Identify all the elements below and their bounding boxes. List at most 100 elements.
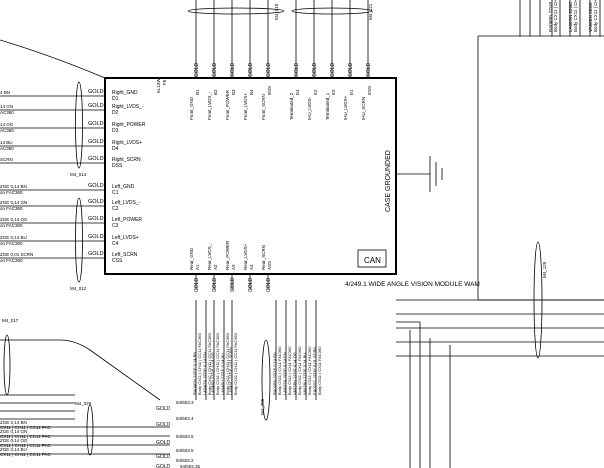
rear-wire-spec-2: Body CX11 | CH11 | CC11 FAC360: [207, 332, 212, 395]
left-pin-label: Right_LVDS+: [112, 140, 142, 146]
top-pin-number: B4: [249, 89, 254, 95]
top-pin-wire-color: GOLD: [366, 62, 372, 77]
bottom-left-wire-spec: ZGE 0,14 OG: [0, 438, 28, 443]
top-pin-label: Front_LVDS+: [243, 93, 248, 120]
bottom-left-wires: [0, 426, 170, 455]
left-pin-label: Left_GND: [112, 184, 135, 190]
splice-oval-lower: [75, 197, 83, 283]
splice-label: M4_029: [75, 401, 92, 406]
connector-label: 94/603.6: [176, 434, 194, 439]
top-pin-number: E1: [349, 89, 354, 95]
bottom-pin-label: Rear_POWER: [225, 240, 230, 270]
left-wire-spec: ZGE 0,14 BN: [0, 184, 27, 189]
left-pin-label: Left_POWER: [112, 217, 142, 223]
bottom-gold-label: GOLD: [212, 277, 218, 292]
left-wire-spec: 14 GN: [0, 104, 13, 109]
left-wire-spec: 14 OG: [0, 122, 14, 127]
top-pin-wire-color: GOLD: [294, 62, 300, 77]
left-gold-label: GOLD: [88, 103, 104, 109]
left-gold-label: GOLD: [88, 121, 104, 127]
bottom-gold-label: GOLD: [248, 277, 254, 292]
bottom-pin-label: Rear_LVDS+: [243, 243, 248, 270]
connector-gold-label: GOLD: [156, 440, 171, 446]
bottom-left-wire-spec: ZGE 0,14 GN: [0, 429, 27, 434]
topright-wire-spec: RA06BN 2ZGE: [548, 1, 553, 32]
rear-wire-spec-2: Body CS11 | CX11 FAC360: [297, 346, 302, 395]
left-wire-spec-2: AC360: [0, 110, 14, 115]
rear-wire-spec-2: Body CX11 | CH11 | CC11 FAC360: [197, 332, 202, 395]
bottom-pin-number: A4: [249, 264, 254, 270]
bottom-left-feeds: [0, 394, 75, 420]
left-pin-label: Left_LVDS_-: [112, 200, 141, 206]
bottom-pin-number: ASS: [267, 261, 272, 270]
bottom-pin-number: A1: [195, 264, 200, 270]
left-wire-spec-2: AC360: [0, 146, 14, 151]
left-gold-label: GOLD: [88, 216, 104, 222]
left-pin-number: C1: [112, 190, 119, 196]
bottom-left-wire-spec: ZGE 0,14 BN: [0, 420, 27, 425]
left-wire-spec-2: on FAC360: [0, 223, 23, 228]
left-pin-label: Right_GND: [112, 90, 138, 96]
left-pin-number: D3: [112, 128, 119, 134]
right-drop-wires: [396, 321, 451, 468]
bottom-left-wire-spec: ZGE 0,14 BU: [0, 447, 27, 452]
left-gold-label: GOLD: [88, 139, 104, 145]
splice-oval-upper: [75, 81, 83, 169]
left-pin-number: D2: [112, 110, 119, 116]
kl15w-pin-number: F6: [162, 79, 167, 85]
right-bus-wires: [396, 299, 604, 357]
left-wire-spec: SCRN: [0, 157, 13, 162]
connector-gold-label: GOLD: [156, 422, 171, 428]
top-pin-number: B1: [195, 89, 200, 95]
left-pin-number: C4: [112, 241, 119, 247]
kl15w-pin-label: KL15W: [156, 77, 161, 93]
left-pin-label: Left_LVDS+: [112, 235, 139, 241]
rear-wire-spec: LA04SC 2ZGE 0,01 SCRN: [228, 347, 233, 395]
rear-wire-spec: RA02BN 2ZGE 0,14 BN: [272, 352, 277, 395]
left-wire-spec-2: on FAC360: [0, 190, 23, 195]
bottom-left-wire-spec-2: CX11 | CH11 | CC11 PAC: [0, 452, 52, 457]
left-wire-spec-2: on FAC360: [0, 258, 23, 263]
top-pin-number: ESS: [367, 86, 372, 95]
case-grounded-label: CASE GROUNDED: [385, 150, 392, 212]
left-wire-spec: 4 BN: [0, 90, 10, 95]
top-pin-wire-color: GOLD: [330, 62, 336, 77]
splice-oval-m4-705: [261, 339, 271, 421]
top-pin-label: Front_GND: [189, 96, 194, 120]
connector-label: 94/603.5: [176, 448, 194, 453]
top-pin-label: IHU_LVDS+: [343, 95, 348, 120]
bottom-gold-label: GOLD: [266, 277, 272, 292]
topright-wire-spec: VA06BN 2ZGE: [588, 2, 593, 32]
top-pin-label: IHU_LVDS-: [307, 96, 312, 120]
rear-wire-spec-2: Body CS11 | CX11 FAC360: [307, 346, 312, 395]
left-wire-spec-2: on FAC360: [0, 206, 23, 211]
connector-gold-label: GOLD: [156, 406, 171, 412]
top-pin-wire-color: GOLD: [194, 62, 200, 77]
bottom-pin-label: Rear_GND: [189, 247, 194, 270]
splice-label: M4_014: [70, 172, 87, 177]
top-pin-number: E3: [331, 89, 336, 95]
top-pin-number: BSS: [267, 86, 272, 95]
top-pin-wire-color: GOLD: [348, 62, 354, 77]
connector-gold-label: GOLD: [156, 464, 171, 468]
rear-wire-spec-2: Body CX11 | CH11 | CC11 FAC360: [225, 332, 230, 395]
left-pin-number: DSS: [112, 163, 123, 169]
top-pin-number: E2: [313, 89, 318, 95]
splice-label: M4_017: [2, 318, 19, 323]
splice-label: M4_010: [274, 3, 279, 20]
top-pin-wire-color: GOLD: [230, 62, 236, 77]
left-gold-label: GOLD: [88, 234, 104, 240]
top-pin-label: Front_LVDS_-: [207, 91, 212, 120]
left-pin-number: D4: [112, 146, 119, 152]
bottom-pin-number: A2: [213, 264, 218, 270]
top-pin-label: Terminated_2: [289, 92, 294, 120]
bottom-pin-label: Rear_SCRN: [261, 245, 266, 270]
bottom-left-wire-spec-2: CX11 | CH11 | CC11 PAC: [0, 425, 52, 430]
bottom-left-wire-spec-2: CX11 | CH11 | CC11 PAC: [0, 434, 52, 439]
top-pin-wire-color: GOLD: [312, 62, 318, 77]
module-title: 4/249.1 WIDE ANGLE VISION MODULE WAM: [345, 281, 480, 288]
topright-wire-spec-2: Body CX11 | CH11: [553, 0, 558, 32]
rear-wire-spec: VA02BN 2ZGE 0,14 OG: [292, 352, 297, 395]
top-pin-wire-color: GOLD: [248, 62, 254, 77]
